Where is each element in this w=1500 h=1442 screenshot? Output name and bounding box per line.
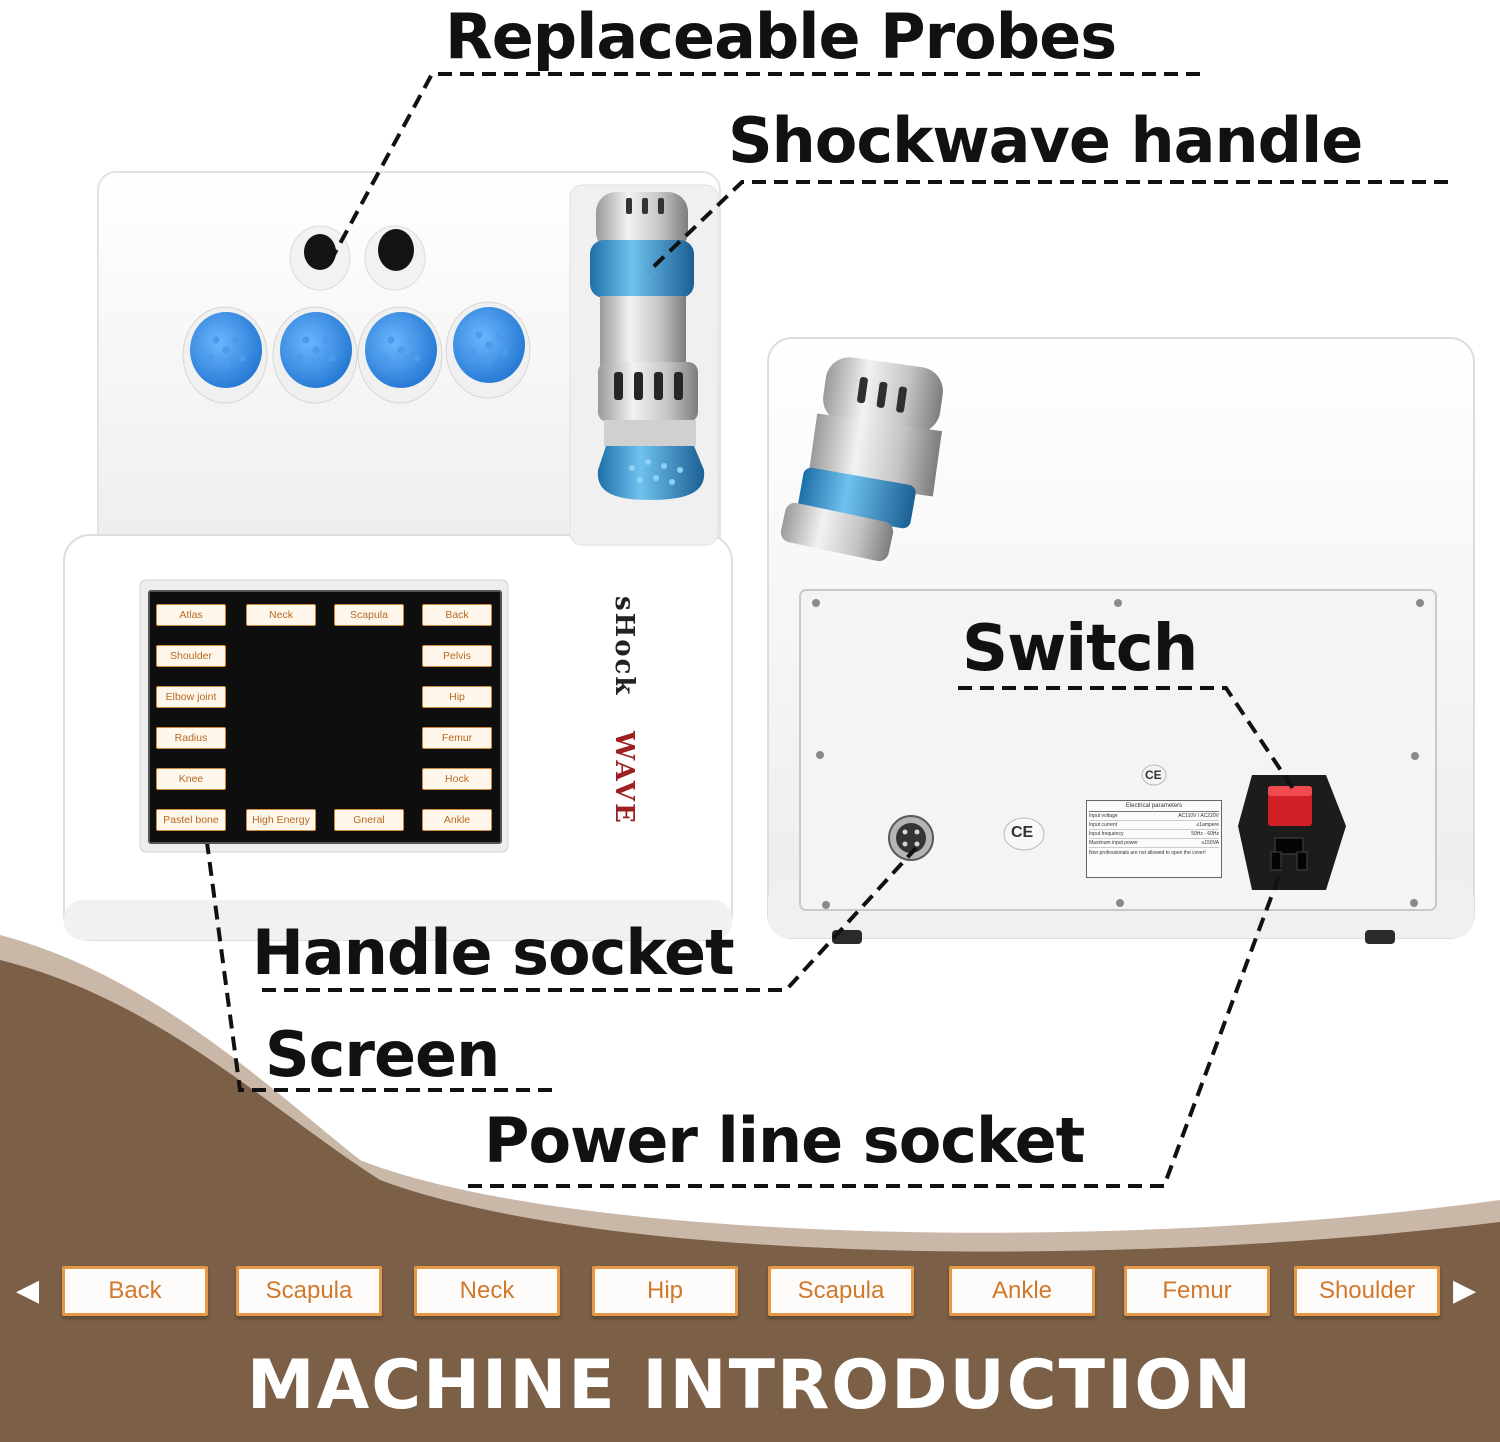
callout-replaceable-probes: Replaceable Probes [445, 0, 1117, 73]
probe-heads [182, 301, 531, 404]
electrical-value: ≤150VA [1201, 840, 1219, 846]
screen-button-back[interactable]: Back [422, 604, 492, 626]
screen-button-hock[interactable]: Hock [422, 768, 492, 790]
chip-neck: Neck [414, 1266, 560, 1316]
chip-shoulder: Shoulder [1294, 1266, 1440, 1316]
electrical-parameters-label: Electrical parameters Input voltage AC11… [1086, 800, 1222, 878]
power-module [1238, 775, 1346, 890]
ce-mark: CE [1011, 824, 1034, 841]
screen-button-ankle[interactable]: Ankle [422, 809, 492, 831]
callout-power-line-socket: Power line socket [484, 1104, 1085, 1177]
chip-scapula: Scapula [768, 1266, 914, 1316]
handle-socket-connector [888, 815, 934, 861]
chip-ankle: Ankle [949, 1266, 1095, 1316]
chip-scapula: Scapula [236, 1266, 382, 1316]
electrical-key: Maximum input power [1089, 840, 1138, 846]
screen-button-radius[interactable]: Radius [156, 727, 226, 749]
electrical-key: Input current [1089, 822, 1118, 828]
callout-handle-socket: Handle socket [252, 916, 735, 989]
probe-holder [289, 225, 426, 291]
screen-button-neck[interactable]: Neck [246, 604, 316, 626]
screen-button-shoulder[interactable]: Shoulder [156, 645, 226, 667]
leader-lines [204, 72, 1448, 1188]
panel-screws [812, 599, 1424, 909]
electrical-row: Input current ≤1ampere [1089, 821, 1219, 830]
screen-button-pelvis[interactable]: Pelvis [422, 645, 492, 667]
screen-button-atlas[interactable]: Atlas [156, 604, 226, 626]
screen-button-knee[interactable]: Knee [156, 768, 226, 790]
callout-shockwave-handle: Shockwave handle [728, 104, 1363, 177]
screen-button-general[interactable]: Gneral [334, 809, 404, 831]
brand-vertical-text: sHock WAVE [603, 596, 639, 866]
rear-unit [767, 337, 1475, 944]
electrical-key: Input voltage [1089, 813, 1118, 819]
callout-screen: Screen [265, 1018, 500, 1091]
electrical-value: AC110V / AC220V [1178, 813, 1219, 819]
ce-mark-small: CE [1145, 768, 1162, 782]
electrical-warning: Non professionals are not allowed to ope… [1089, 850, 1206, 856]
brand-part-wave: WAVE [609, 731, 639, 826]
electrical-title: Electrical parameters [1089, 803, 1219, 812]
screen-button-high-energy[interactable]: High Energy [246, 809, 316, 831]
arrow-left-icon: ◀ [16, 1274, 40, 1307]
shockwave-handle [590, 192, 705, 500]
chip-hip: Hip [592, 1266, 738, 1316]
electrical-row: Maximum input power ≤150VA [1089, 839, 1219, 848]
chip-femur: Femur [1124, 1266, 1270, 1316]
electrical-key: Input frequency [1089, 831, 1124, 837]
rear-handle [780, 357, 943, 562]
electrical-value: 50Hz - 60Hz [1191, 831, 1219, 837]
screen-button-femur[interactable]: Femur [422, 727, 492, 749]
electrical-row: Input frequency 50Hz - 60Hz [1089, 830, 1219, 839]
screen-button-elbow-joint[interactable]: Elbow joint [156, 686, 226, 708]
electrical-row: Input voltage AC110V / AC220V [1089, 812, 1219, 821]
screen-button-hip[interactable]: Hip [422, 686, 492, 708]
chip-back: Back [62, 1266, 208, 1316]
callout-switch: Switch [962, 612, 1198, 686]
brand-part-shock: sHock [609, 596, 639, 697]
arrow-right-icon: ▶ [1453, 1274, 1477, 1307]
electrical-value: ≤1ampere [1196, 822, 1219, 828]
touch-screen: Atlas Neck Scapula Back Shoulder Pelvis … [148, 590, 502, 844]
screen-button-scapula[interactable]: Scapula [334, 604, 404, 626]
banner-title: MACHINE INTRODUCTION [246, 1346, 1254, 1425]
screen-button-pastel-bone[interactable]: Pastel bone [156, 809, 226, 831]
